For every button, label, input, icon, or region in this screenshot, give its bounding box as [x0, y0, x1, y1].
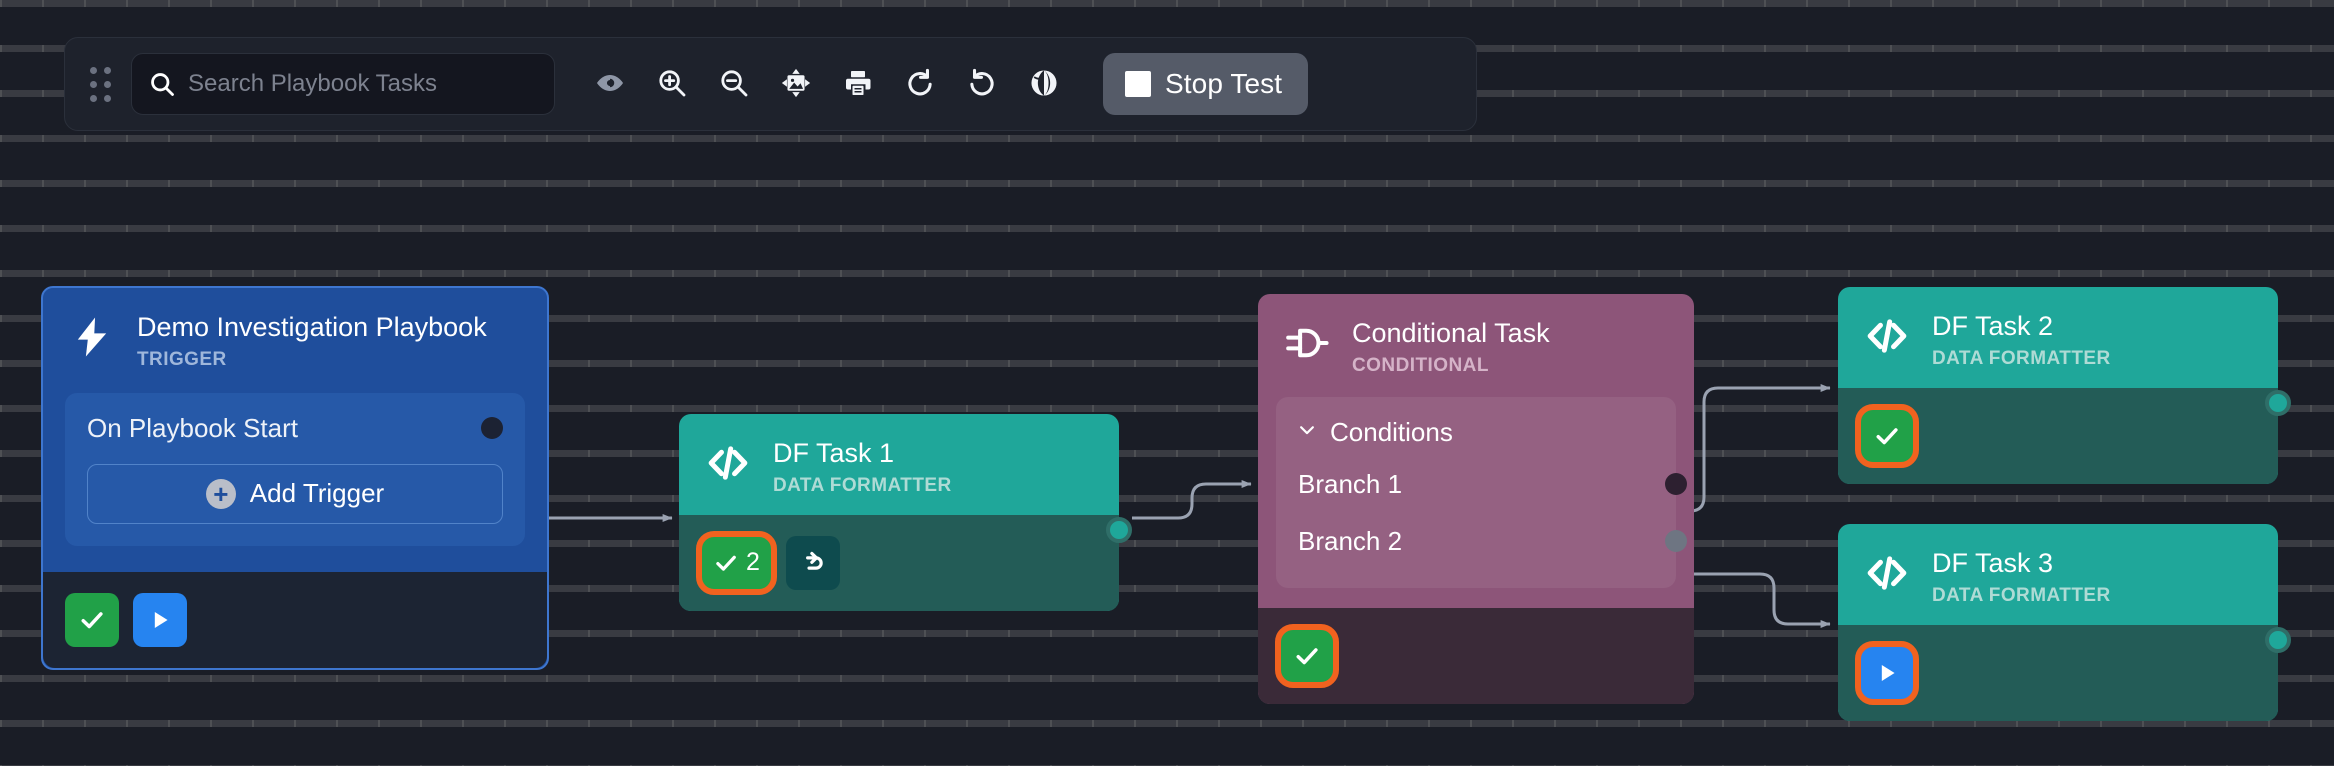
branch-1-label: Branch 1 [1298, 468, 1403, 499]
df1-node-header: DF Task 1 DATA FORMATTER [679, 414, 1119, 515]
conditional-node-footer[interactable] [1258, 607, 1694, 704]
check-icon [716, 555, 736, 571]
run-badge[interactable] [1855, 640, 1919, 705]
df3-node-subtitle: DATA FORMATTER [1932, 584, 2111, 606]
globe-icon-button[interactable] [1013, 53, 1075, 115]
trigger-node-subtitle: TRIGGER [137, 348, 227, 370]
status-success-badge[interactable] [65, 592, 119, 647]
code-brackets-icon [1864, 313, 1910, 364]
df3-node-title: DF Task 3 [1932, 548, 2054, 578]
df2-node-title: DF Task 2 [1932, 311, 2054, 341]
plus-icon: + [205, 478, 236, 509]
conditional-node-header: Conditional Task CONDITIONAL [1258, 294, 1694, 395]
df2-output-port[interactable] [2265, 390, 2291, 416]
trigger-row-label: On Playbook Start [87, 412, 298, 443]
play-icon [1881, 664, 1895, 681]
conditions-label: Conditions [1330, 416, 1453, 447]
conditions-toggle[interactable]: Conditions [1276, 411, 1676, 456]
wire-branch2-to-df3 [1674, 572, 1831, 628]
run-badge[interactable] [133, 592, 187, 647]
df1-node-footer[interactable]: 2 [679, 514, 1119, 611]
fit-to-screen-icon-button[interactable] [765, 53, 827, 115]
branch-row-1[interactable]: Branch 1 [1276, 456, 1687, 513]
status-success-badge[interactable]: 2 [696, 530, 777, 595]
trigger-node-footer[interactable] [43, 571, 547, 668]
check-icon [1876, 427, 1898, 444]
branch-1-output-port[interactable] [1665, 473, 1687, 496]
zoom-out-icon [718, 67, 750, 102]
check-icon [81, 611, 103, 628]
search-playbook-tasks-field[interactable] [131, 53, 555, 115]
status-success-badge[interactable] [1855, 403, 1919, 468]
df2-node-subtitle: DATA FORMATTER [1932, 347, 2111, 369]
stop-square-icon [1125, 71, 1151, 97]
eye-icon [595, 68, 625, 101]
node-df-task-3[interactable]: DF Task 3 DATA FORMATTER [1838, 524, 2291, 721]
check-icon [1296, 647, 1318, 664]
df3-output-port[interactable] [2265, 627, 2291, 653]
zoom-in-icon-button[interactable] [641, 53, 703, 115]
chevron-down-icon [1296, 417, 1318, 448]
df3-node-header: DF Task 3 DATA FORMATTER [1838, 524, 2278, 625]
undo-icon [966, 67, 998, 102]
df1-node-title: DF Task 1 [773, 438, 895, 468]
trigger-output-port[interactable] [481, 417, 503, 440]
stop-test-label: Stop Test [1165, 68, 1283, 99]
branch-2-output-port[interactable] [1665, 530, 1687, 553]
node-conditional-task[interactable]: Conditional Task CONDITIONAL Conditions … [1258, 294, 1694, 704]
play-icon [154, 611, 168, 628]
zoom-in-icon [656, 67, 688, 102]
success-count: 2 [746, 548, 760, 577]
lightning-bolt-icon [69, 314, 115, 365]
df3-node-footer[interactable] [1838, 624, 2278, 721]
redo-icon-button[interactable] [889, 53, 951, 115]
search-icon [148, 70, 176, 98]
df1-node-subtitle: DATA FORMATTER [773, 474, 952, 496]
df1-output-port[interactable] [1106, 517, 1132, 543]
toolbar-icon-group[interactable] [579, 53, 1075, 115]
retry-icon [805, 551, 823, 570]
node-demo-investigation-playbook[interactable]: Demo Investigation Playbook TRIGGER On P… [41, 286, 549, 670]
df2-node-header: DF Task 2 DATA FORMATTER [1838, 287, 2278, 388]
conditional-node-title: Conditional Task [1352, 318, 1550, 348]
print-icon-button[interactable] [827, 53, 889, 115]
redo-icon [904, 67, 936, 102]
stop-test-button[interactable]: Stop Test [1103, 53, 1309, 115]
wire-branch1-to-df2 [1674, 384, 1831, 513]
df2-node-footer[interactable] [1838, 387, 2278, 484]
search-input[interactable] [188, 70, 538, 98]
playbook-toolbar[interactable]: Stop Test [64, 37, 1477, 131]
add-trigger-label: Add Trigger [249, 478, 385, 509]
node-df-task-1[interactable]: DF Task 1 DATA FORMATTER 2 [679, 414, 1132, 611]
branch-row-2[interactable]: Branch 2 [1276, 513, 1687, 570]
globe-icon [1028, 67, 1060, 102]
wire-df1-to-conditional [1132, 480, 1252, 520]
trigger-node-header: Demo Investigation Playbook TRIGGER [43, 288, 547, 389]
code-brackets-icon [705, 440, 751, 491]
retry-badge[interactable] [785, 535, 840, 590]
trigger-config-panel: On Playbook Start + Add Trigger [65, 392, 525, 546]
code-brackets-icon [1864, 550, 1910, 601]
eye-icon-button[interactable] [579, 53, 641, 115]
node-df-task-2[interactable]: DF Task 2 DATA FORMATTER [1838, 287, 2291, 484]
zoom-out-icon-button[interactable] [703, 53, 765, 115]
undo-icon-button[interactable] [951, 53, 1013, 115]
status-success-badge[interactable] [1275, 623, 1339, 688]
print-icon [843, 68, 873, 101]
branch-2-label: Branch 2 [1298, 525, 1403, 556]
trigger-node-title: Demo Investigation Playbook [137, 312, 487, 342]
conditions-panel: Conditions Branch 1 Branch 2 [1276, 396, 1687, 588]
add-trigger-button[interactable]: + Add Trigger [87, 463, 503, 524]
toolbar-drag-handle-icon[interactable] [87, 64, 113, 104]
fit-to-screen-icon [780, 67, 812, 102]
trigger-row-on-playbook-start[interactable]: On Playbook Start [87, 413, 503, 464]
conditional-node-subtitle: CONDITIONAL [1352, 354, 1489, 376]
logic-gate-icon [1284, 320, 1330, 371]
